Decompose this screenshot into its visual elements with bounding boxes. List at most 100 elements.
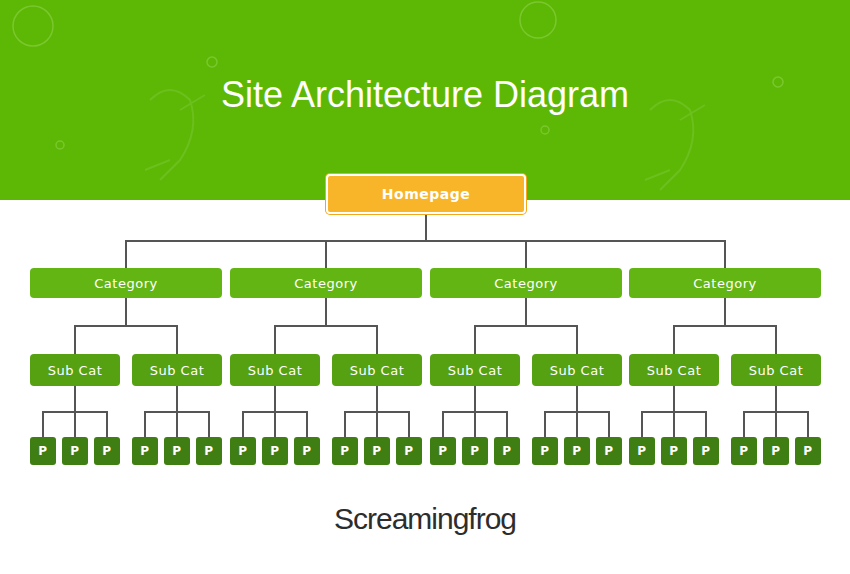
tree-connector — [126, 298, 177, 354]
subcategory-box: Sub Cat — [132, 354, 222, 386]
tree-connector — [674, 386, 706, 437]
tree-connector — [443, 386, 475, 437]
diagram-title: Site Architecture Diagram — [0, 74, 850, 116]
homepage-box: Homepage — [326, 174, 526, 214]
node-label: P — [803, 444, 812, 458]
node-label: Sub Cat — [150, 363, 205, 378]
node-label: Sub Cat — [248, 363, 303, 378]
page-box: P — [564, 437, 590, 465]
page-box: P — [731, 437, 757, 465]
category-box: Category — [629, 268, 821, 298]
page-box: P — [430, 437, 456, 465]
brand-logo: Screamingfrog — [0, 502, 850, 536]
node-label: P — [701, 444, 710, 458]
tree-connector — [75, 386, 107, 437]
node-label: Category — [294, 276, 357, 291]
page-box: P — [332, 437, 358, 465]
node-label: Sub Cat — [647, 363, 702, 378]
tree-connector — [345, 386, 377, 437]
node-label: P — [340, 444, 349, 458]
page-box: P — [364, 437, 390, 465]
tree-connector — [275, 298, 326, 354]
tree-connector — [545, 386, 577, 437]
page-box: P — [629, 437, 655, 465]
tree-connector — [145, 386, 177, 437]
tree-connector — [377, 386, 409, 437]
tree-connector — [744, 386, 776, 437]
tree-connector — [326, 214, 426, 268]
subcategory-box: Sub Cat — [430, 354, 520, 386]
tree-connector — [577, 386, 609, 437]
node-label: Sub Cat — [350, 363, 405, 378]
tree-connector — [725, 298, 776, 354]
node-label: P — [771, 444, 780, 458]
node-label: Homepage — [382, 186, 470, 202]
tree-connector — [674, 298, 725, 354]
subcategory-box: Sub Cat — [731, 354, 821, 386]
page-box: P — [596, 437, 622, 465]
node-label: P — [404, 444, 413, 458]
node-label: P — [572, 444, 581, 458]
page-box: P — [164, 437, 190, 465]
page-box: P — [132, 437, 158, 465]
page-box: P — [396, 437, 422, 465]
node-label: P — [604, 444, 613, 458]
node-label: P — [204, 444, 213, 458]
page-box: P — [262, 437, 288, 465]
tree-connector — [776, 386, 808, 437]
category-box: Category — [30, 268, 222, 298]
node-label: Sub Cat — [48, 363, 103, 378]
page-box: P — [532, 437, 558, 465]
tree-connector — [426, 214, 725, 268]
category-box: Category — [430, 268, 622, 298]
tree-connector — [475, 386, 507, 437]
category-box: Category — [230, 268, 422, 298]
node-label: P — [739, 444, 748, 458]
page-box: P — [763, 437, 789, 465]
node-label: Category — [94, 276, 157, 291]
node-label: Sub Cat — [448, 363, 503, 378]
page-box: P — [795, 437, 821, 465]
node-label: Sub Cat — [550, 363, 605, 378]
subcategory-box: Sub Cat — [629, 354, 719, 386]
tree-connector — [75, 298, 126, 354]
tree-connector — [243, 386, 275, 437]
tree-connector — [126, 214, 426, 268]
node-label: P — [470, 444, 479, 458]
node-label: P — [438, 444, 447, 458]
subcategory-box: Sub Cat — [230, 354, 320, 386]
node-label: Category — [693, 276, 756, 291]
page-box: P — [462, 437, 488, 465]
page-box: P — [661, 437, 687, 465]
page-box: P — [196, 437, 222, 465]
node-label: Category — [494, 276, 557, 291]
node-label: P — [102, 444, 111, 458]
node-label: P — [540, 444, 549, 458]
node-label: P — [502, 444, 511, 458]
tree-connector — [526, 298, 577, 354]
page-box: P — [94, 437, 120, 465]
page-box: P — [693, 437, 719, 465]
node-label: P — [669, 444, 678, 458]
node-label: P — [140, 444, 149, 458]
page-box: P — [494, 437, 520, 465]
page-box: P — [294, 437, 320, 465]
subcategory-box: Sub Cat — [30, 354, 120, 386]
node-label: P — [238, 444, 247, 458]
tree-connector — [326, 298, 377, 354]
page-box: P — [62, 437, 88, 465]
node-label: Sub Cat — [749, 363, 804, 378]
tree-connector — [275, 386, 307, 437]
node-label: P — [172, 444, 181, 458]
node-label: P — [302, 444, 311, 458]
tree-connector — [475, 298, 526, 354]
tree-connector — [642, 386, 674, 437]
tree-connector — [177, 386, 209, 437]
page-box: P — [230, 437, 256, 465]
tree-connector — [43, 386, 75, 437]
node-label: P — [270, 444, 279, 458]
subcategory-box: Sub Cat — [332, 354, 422, 386]
node-label: P — [372, 444, 381, 458]
node-label: P — [70, 444, 79, 458]
node-label: P — [637, 444, 646, 458]
